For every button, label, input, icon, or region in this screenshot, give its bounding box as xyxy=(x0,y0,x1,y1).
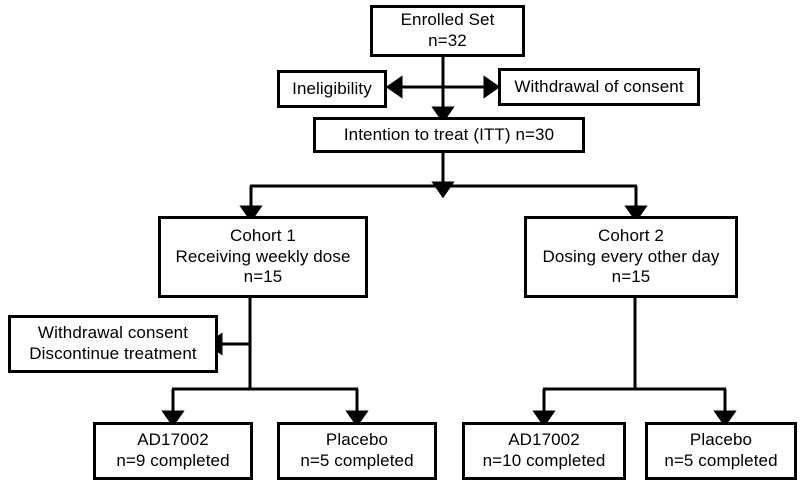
cohort-1-regimen: Receiving weekly dose xyxy=(175,246,351,266)
node-cohort2-placebo[interactable]: Placebo n=5 completed xyxy=(645,422,797,480)
node-cohort-2[interactable]: Cohort 2 Dosing every other day n=15 xyxy=(524,216,738,298)
node-withdrawal-of-consent[interactable]: Withdrawal of consent xyxy=(498,68,700,106)
node-ineligibility[interactable]: Ineligibility xyxy=(277,70,387,108)
cohort1-placebo-title: Placebo xyxy=(325,430,389,450)
edge-cohort1-split xyxy=(161,387,369,428)
cohort-2-count: n=15 xyxy=(611,267,651,287)
cohort2-placebo-count: n=5 completed xyxy=(664,451,778,470)
cohort-1-count: n=15 xyxy=(243,267,283,287)
node-cohort1-ad17002[interactable]: AD17002 n=9 completed xyxy=(93,422,253,480)
cohort2-ad17002-title: AD17002 xyxy=(508,430,580,450)
node-cohort1-placebo[interactable]: Placebo n=5 completed xyxy=(277,422,437,480)
intention-to-treat-label: Intention to treat (ITT) n=30 xyxy=(343,124,555,144)
withdrawal-of-consent-label: Withdrawal of consent xyxy=(514,76,684,96)
cohort1-ad17002-title: AD17002 xyxy=(137,430,209,450)
node-intention-to-treat[interactable]: Intention to treat (ITT) n=30 xyxy=(313,117,585,153)
node-cohort-1[interactable]: Cohort 1 Receiving weekly dose n=15 xyxy=(158,216,368,298)
cohort1-ad17002-count: n=9 completed xyxy=(116,451,230,470)
discontinue-treatment-label: Discontinue treatment xyxy=(29,344,197,363)
cohort2-ad17002-count: n=10 completed xyxy=(482,451,606,470)
node-withdrawal-consent-discontinue[interactable]: Withdrawal consent Discontinue treatment xyxy=(8,315,218,373)
edge-cohort2-split xyxy=(532,387,737,428)
node-cohort2-ad17002[interactable]: AD17002 n=10 completed xyxy=(462,422,626,480)
cohort-2-regimen: Dosing every other day xyxy=(542,246,720,266)
enrolled-set-count: n=32 xyxy=(428,31,467,50)
node-enrolled-set[interactable]: Enrolled Set n=32 xyxy=(370,5,525,57)
edge-itt-trunk xyxy=(250,152,637,199)
cohort-2-title: Cohort 2 xyxy=(597,225,664,245)
cohort1-placebo-count: n=5 completed xyxy=(300,451,414,470)
cohort2-placebo-title: Placebo xyxy=(689,430,753,450)
ineligibility-label: Ineligibility xyxy=(292,78,372,98)
withdrawal-consent-label: Withdrawal consent xyxy=(37,323,189,343)
enrolled-set-title: Enrolled Set xyxy=(400,10,495,30)
cohort-1-title: Cohort 1 xyxy=(229,225,296,245)
